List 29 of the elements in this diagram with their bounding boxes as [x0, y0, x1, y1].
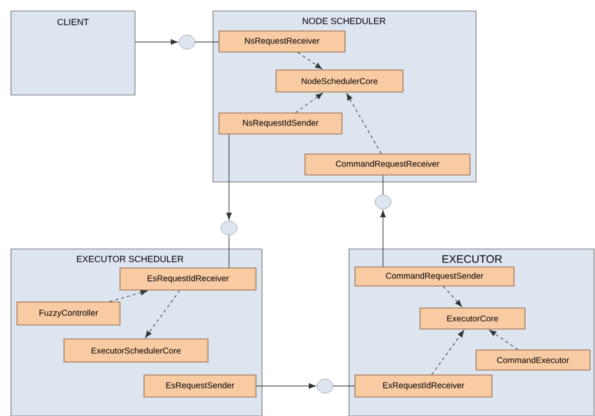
- class-box: EsRequestIdReceiver: [120, 268, 256, 290]
- class-box: ExRequestIdReceiver: [354, 374, 492, 398]
- connector-arrow: [145, 290, 180, 338]
- class-box: FuzzyController: [16, 302, 120, 326]
- class-box: NsRequestIdSender: [218, 112, 342, 134]
- class-box: NodeSchedulerCore: [276, 70, 404, 92]
- connector-arrow: [431, 330, 464, 375]
- class-box: CommandRequestReceiver: [304, 154, 470, 176]
- class-box: ExecutorSchedulerCore: [64, 338, 208, 362]
- interface-circle: [178, 34, 196, 50]
- interface-circle: [220, 220, 238, 236]
- interface-circle: [374, 194, 392, 210]
- connector-arrow: [135, 39, 178, 45]
- connector-arrow: [489, 330, 518, 350]
- class-box: ExecutorCore: [420, 308, 526, 330]
- class-box: CommandRequestSender: [354, 266, 514, 286]
- connector-arrow: [256, 383, 316, 389]
- connector-arrow: [346, 93, 382, 154]
- class-box: NsRequestReceiver: [218, 30, 346, 52]
- connector-arrow: [380, 210, 386, 267]
- connector-arrow: [109, 290, 148, 302]
- connector-arrow: [226, 134, 232, 220]
- connector-arrow: [443, 286, 462, 307]
- component-panel: CLIENT: [10, 10, 136, 96]
- connector-arrow: [295, 92, 323, 113]
- class-box: EsRequestSender: [144, 374, 256, 398]
- interface-circle: [316, 378, 334, 394]
- class-box: CommandExecutor: [476, 350, 590, 370]
- connector-arrow: [298, 52, 322, 70]
